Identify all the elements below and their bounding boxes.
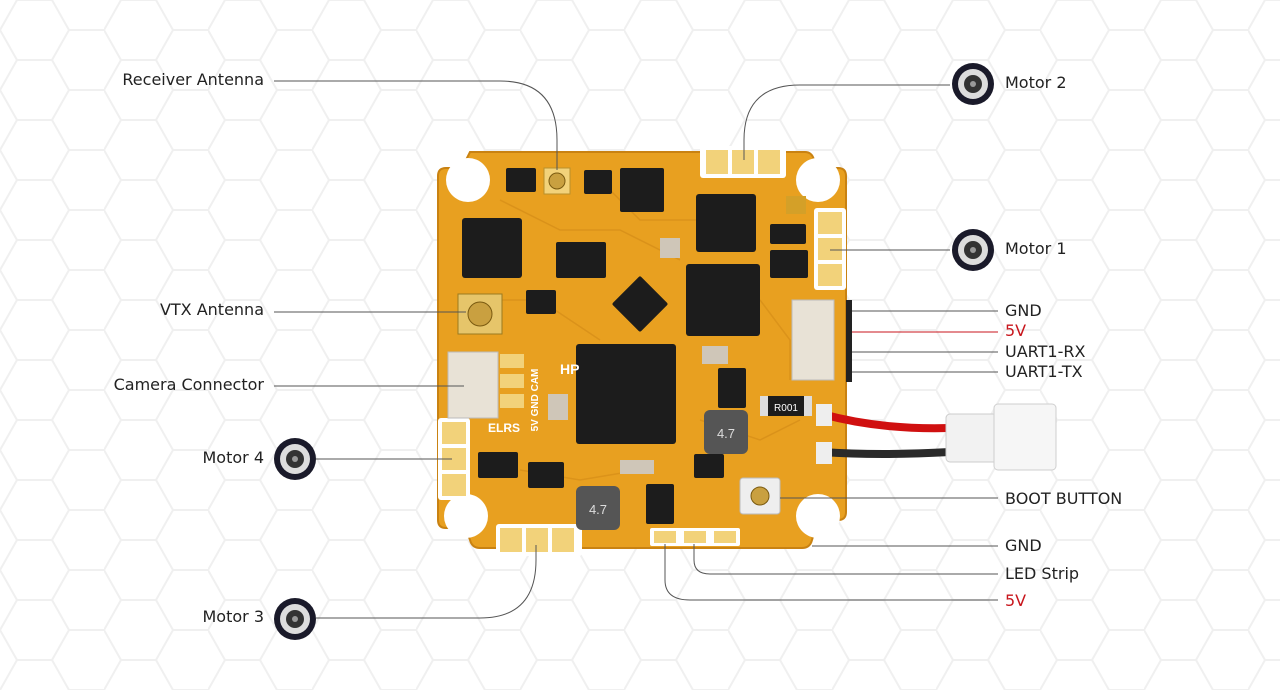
motor2-icon <box>952 63 994 105</box>
hp-text: HP <box>560 361 579 377</box>
resistor: R001 <box>760 396 812 416</box>
line-motor2 <box>743 84 950 160</box>
cam-pins-text: 5V GND CAM <box>530 369 541 432</box>
line-receiver-antenna <box>274 80 558 170</box>
receiver-antenna-label: Receiver Antenna <box>122 70 264 89</box>
uart1-tx-label: UART1-TX <box>1005 362 1083 381</box>
motor3-icon <box>274 598 316 640</box>
line-led-strip <box>693 544 998 575</box>
mount-hole-bottom-left <box>444 494 488 538</box>
vtx-antenna-label: VTX Antenna <box>159 300 264 319</box>
motor3-pads <box>496 524 582 556</box>
led-pads <box>650 528 740 546</box>
motor2-pads <box>700 146 786 178</box>
camera-connector-label: Camera Connector <box>113 375 264 394</box>
motor1-pads <box>814 208 846 290</box>
elrs-text: ELRS <box>488 421 520 435</box>
inductor-a-text: 4.7 <box>717 426 735 441</box>
boot-button <box>739 477 781 515</box>
chips <box>462 168 808 524</box>
motor3-label: Motor 3 <box>202 607 265 626</box>
resistor-text: R001 <box>774 403 798 414</box>
inductor-b-text: 4.7 <box>589 502 607 517</box>
motor4-pads <box>438 418 470 500</box>
camera-connector: 5V GND CAM HP ELRS <box>447 351 579 435</box>
led-strip-label: LED Strip <box>1005 564 1080 583</box>
passives <box>548 196 806 474</box>
5v-top-label: 5V <box>1005 321 1027 340</box>
line-motor3 <box>316 545 537 619</box>
receiver-antenna-connector <box>543 167 571 195</box>
mount-hole-top-right <box>796 158 840 202</box>
motor4-label: Motor 4 <box>202 448 265 467</box>
motor1-label: Motor 1 <box>1005 239 1067 258</box>
uart1-rx-label: UART1-RX <box>1005 342 1086 361</box>
motor1-icon <box>952 229 994 271</box>
motor4-icon <box>274 438 316 480</box>
mount-hole-bottom-right <box>796 494 840 538</box>
gnd-top-label: GND <box>1005 301 1042 320</box>
vtx-antenna-connector <box>457 293 503 335</box>
power-lead <box>816 403 1057 471</box>
gnd-bottom-label: GND <box>1005 536 1042 555</box>
leader-lines <box>274 80 998 619</box>
mount-hole-top-left <box>446 158 490 202</box>
line-5v-bottom <box>664 544 998 601</box>
uart-connector <box>791 299 852 382</box>
motor2-label: Motor 2 <box>1005 73 1067 92</box>
boot-button-label: BOOT BUTTON <box>1005 489 1123 508</box>
5v-bottom-label: 5V <box>1005 591 1027 610</box>
inductors: 4.7 4.7 <box>576 410 748 530</box>
